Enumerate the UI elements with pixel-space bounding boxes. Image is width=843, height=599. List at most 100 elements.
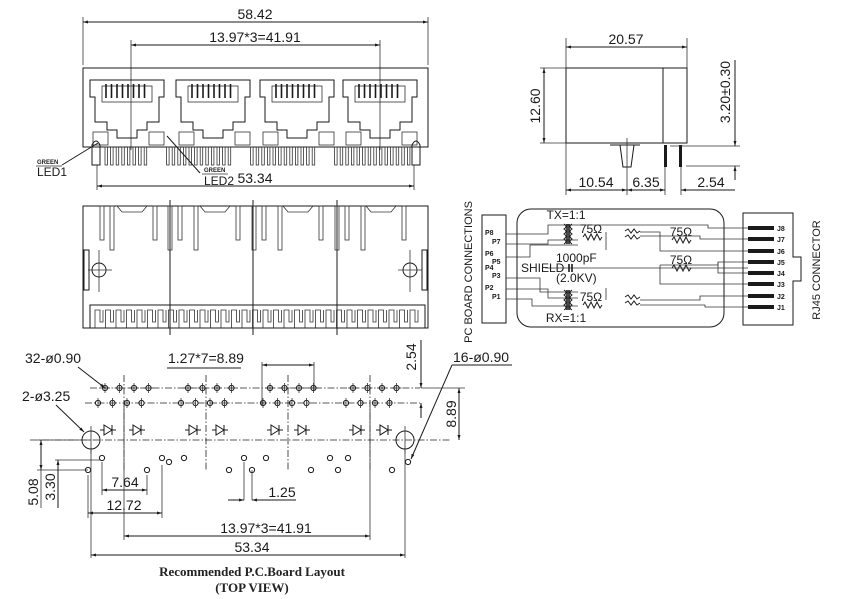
led-window <box>401 131 418 146</box>
rj45-pin-label: J6 <box>777 249 785 256</box>
rx-ratio: RX=1:1 <box>546 311 587 325</box>
led-hole <box>262 454 270 462</box>
pin <box>266 146 271 166</box>
solder-tail <box>199 309 209 328</box>
rj45-contact <box>748 237 774 241</box>
wire <box>717 262 748 274</box>
rj45-block <box>742 212 802 326</box>
pin <box>294 146 299 166</box>
dim-pin-length: 3.20±0.30 <box>717 61 733 123</box>
contact-slot <box>251 205 257 251</box>
pin <box>306 146 310 166</box>
pin <box>166 146 170 166</box>
solder-tail <box>168 309 177 328</box>
led2-color: GREEN <box>204 168 225 174</box>
resistor <box>582 300 603 310</box>
led-hole <box>98 454 106 462</box>
solder-tail <box>126 309 135 328</box>
dim-height: 12.60 <box>527 88 543 123</box>
dim-led-spacing-a: 7.64 <box>111 474 138 490</box>
dim-led-gap: 1.25 <box>268 484 295 500</box>
common-mode-choke <box>624 294 641 306</box>
wire <box>640 304 748 308</box>
led-hole <box>165 458 173 466</box>
tx-ratio: TX=1:1 <box>546 208 585 222</box>
contact-slot <box>152 205 158 241</box>
pin <box>132 146 136 166</box>
pin <box>350 146 355 166</box>
led-diode-symbol <box>376 424 392 436</box>
rj45-contact <box>748 260 774 264</box>
rj45-port <box>259 79 335 146</box>
led-hole <box>240 454 248 462</box>
contact-slot <box>334 205 340 251</box>
pin <box>339 146 344 166</box>
wire <box>506 288 578 299</box>
pin <box>300 146 304 166</box>
pin <box>143 146 148 166</box>
solder-tail <box>252 309 261 328</box>
wire <box>659 265 748 285</box>
wire <box>506 244 578 258</box>
pin <box>367 146 372 166</box>
dim-row-offset: 2.54 <box>403 343 419 370</box>
solder-tail <box>241 309 251 328</box>
pin <box>110 146 114 166</box>
rj45-pin-label: J4 <box>777 271 785 278</box>
pin <box>104 146 108 166</box>
led-hole <box>180 454 188 462</box>
pin <box>188 146 192 166</box>
solder-tail <box>210 309 219 328</box>
dim-depth: 20.57 <box>608 31 643 47</box>
wire <box>506 224 748 235</box>
pin <box>182 146 187 166</box>
pin <box>384 146 388 166</box>
pin <box>210 146 215 166</box>
dim-mount-span: 53.34 <box>234 539 269 555</box>
rj45-pin-label: J8 <box>777 226 785 233</box>
transformer <box>563 223 573 245</box>
contact-slot <box>109 205 115 251</box>
solder-tail <box>357 309 366 328</box>
solder-tail <box>178 309 188 328</box>
pin <box>283 146 288 166</box>
solder-tail <box>115 309 125 328</box>
dim-row-to-mount: 8.89 <box>443 400 459 427</box>
rj45-pin-label: J3 <box>777 282 785 289</box>
led-window <box>345 131 362 146</box>
led-hole <box>334 466 342 474</box>
caption-subtitle: (TOP VIEW) <box>215 580 289 595</box>
led-window <box>92 131 109 146</box>
dim-led-offset-b: 3.30 <box>42 473 58 500</box>
led1-color: GREEN <box>37 160 58 166</box>
resistor-label-3: 75Ω <box>670 225 692 239</box>
led-diode-symbol <box>129 424 145 436</box>
contact-slot <box>235 205 241 241</box>
solder-tail <box>346 309 356 328</box>
led1-label: LED1 <box>37 165 67 179</box>
rj45-port <box>175 79 251 146</box>
led-window <box>178 131 195 146</box>
dim-pin-row-spacing: 2.54 <box>697 174 724 190</box>
led-hole <box>158 454 166 462</box>
rj45-pin-label: J7 <box>777 237 785 244</box>
solder-tail <box>136 309 146 328</box>
rj45-contact <box>748 226 774 230</box>
led-diode-symbol <box>267 424 283 436</box>
pin <box>378 146 383 166</box>
transformer <box>563 289 573 311</box>
wire <box>506 277 578 293</box>
solder-tail <box>388 309 398 328</box>
pc-pin-label: P3 <box>492 273 501 280</box>
dim-overall-width: 58.42 <box>237 6 272 22</box>
dim-offset-b: 6.35 <box>632 174 659 190</box>
solder-tail <box>94 309 104 328</box>
solder-tail <box>273 309 282 328</box>
resistor <box>671 235 692 245</box>
pin <box>406 146 411 166</box>
side-view: 20.57 12.60 3.20±0.30 10.54 6.35 2.54 <box>527 31 740 195</box>
rj45-contact <box>748 249 774 253</box>
contact-slot <box>167 205 173 251</box>
contact-slot <box>360 205 366 251</box>
wire <box>506 239 578 245</box>
